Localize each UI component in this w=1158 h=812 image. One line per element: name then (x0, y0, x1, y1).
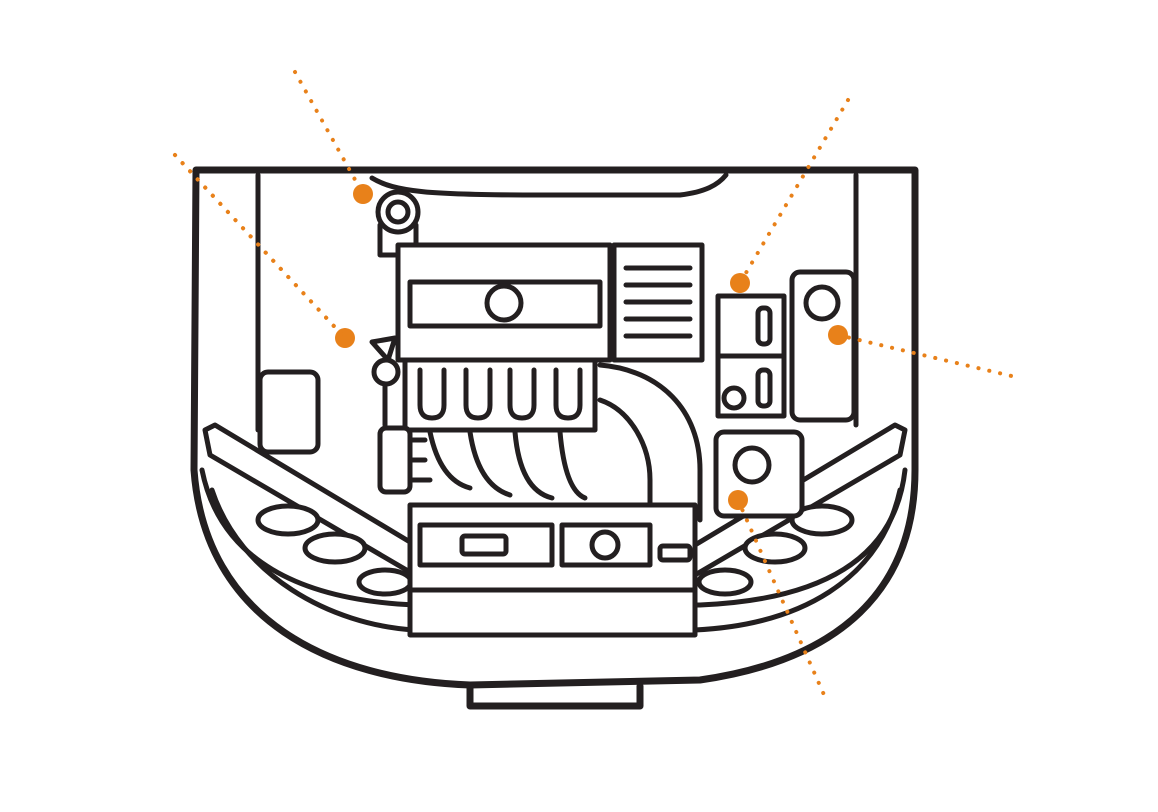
engine-cover-panel (407, 279, 603, 329)
exhaust-pipes (427, 429, 588, 501)
oil-cap-outer (375, 189, 421, 235)
right-light-3 (696, 567, 754, 597)
right-light-2 (742, 531, 808, 565)
intake-hose (597, 362, 703, 523)
callout-marker-coolant-reservoir (728, 490, 748, 510)
callout-line-brake-fluid-reservoir (836, 333, 1022, 380)
radiator-cap (589, 529, 621, 561)
engine-cover-bolt (484, 283, 524, 323)
vent-lines (623, 265, 693, 339)
radiator-small-slot (657, 543, 693, 563)
dipstick-handle (369, 335, 398, 363)
callout-marker-fuse-box (730, 273, 750, 293)
left-engine-lines (382, 382, 433, 483)
callout-marker-hood-release-left (335, 328, 355, 348)
radiator-grille-right (559, 522, 653, 568)
callout-marker-oil-filler-cap (353, 184, 373, 204)
callout-line-coolant-reservoir (736, 498, 827, 699)
left-box (257, 369, 321, 455)
brake-reservoir-cap (803, 284, 841, 322)
left-light-3 (356, 567, 414, 597)
radiator-slot (459, 533, 509, 557)
intake-runners (417, 367, 583, 421)
callout-group (173, 70, 1022, 699)
fuse-slot-1 (755, 305, 773, 347)
engine-bay-outline (190, 166, 919, 689)
fuse-box-cap (721, 385, 747, 411)
left-light-2 (302, 531, 368, 565)
fuse-slot-2 (755, 367, 773, 409)
oil-cap-inner (385, 199, 411, 225)
top-cowl (369, 172, 729, 198)
callout-line-fuse-box (738, 98, 850, 285)
callout-marker-brake-fluid-reservoir (828, 325, 848, 345)
dipstick-knob (371, 357, 401, 387)
left-light-1 (255, 503, 321, 537)
left-engine-side (377, 425, 413, 495)
radiator-grille-left (417, 522, 555, 568)
callout-line-oil-filler-cap (293, 70, 365, 196)
front-tab (466, 682, 644, 710)
coolant-reservoir-cap (732, 445, 772, 485)
right-light-1 (789, 503, 855, 537)
